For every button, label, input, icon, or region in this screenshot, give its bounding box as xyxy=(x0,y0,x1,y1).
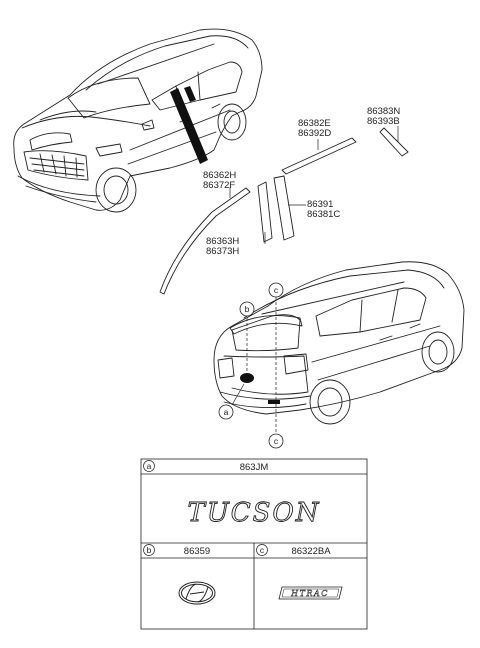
label-86381C: 86381C xyxy=(307,209,340,220)
svg-text:b: b xyxy=(147,545,152,555)
htrac-badge: HTRAC xyxy=(278,586,343,600)
label-86392D: 86392D xyxy=(298,128,331,139)
table-part-863JM: 863JM xyxy=(240,462,269,473)
label-86382E: 86382E xyxy=(298,118,331,129)
svg-text:a: a xyxy=(224,407,229,417)
label-86363H: 86363H xyxy=(206,236,239,247)
strip-86362H xyxy=(159,187,251,295)
callout-lines xyxy=(231,297,277,434)
label-86391: 86391 xyxy=(307,199,333,210)
svg-text:c: c xyxy=(274,436,279,446)
table-row-b-header: b 86359 xyxy=(143,544,210,557)
rear-car-illustration xyxy=(213,261,465,425)
label-86362H: 86362H xyxy=(203,170,236,181)
svg-text:HTRAC: HTRAC xyxy=(290,589,329,598)
strip-86363H xyxy=(257,181,273,243)
strip-86382E xyxy=(281,137,357,175)
callout-c-top: c xyxy=(268,282,284,298)
callout-a: a xyxy=(218,404,234,420)
callout-c-bottom: c xyxy=(268,433,284,449)
table-part-86359: 86359 xyxy=(184,546,210,557)
table-row-c-header: c 86322BA xyxy=(256,544,331,557)
label-86393B: 86393B xyxy=(367,116,400,127)
table-part-86322BA: 86322BA xyxy=(291,546,331,557)
parts-table xyxy=(140,458,368,630)
pillar-strip-highlight-2 xyxy=(184,86,196,102)
hyundai-logo-icon xyxy=(178,581,216,605)
strip-86391 xyxy=(273,175,295,241)
svg-text:b: b xyxy=(245,304,250,314)
strip-86383N xyxy=(379,127,409,157)
moulding-parts xyxy=(159,127,409,295)
svg-text:c: c xyxy=(260,545,265,555)
front-car-illustration xyxy=(13,28,263,213)
label-86372F: 86372F xyxy=(203,180,235,191)
svg-text:c: c xyxy=(274,285,279,295)
rear-logo-marker xyxy=(240,373,254,383)
svg-text:a: a xyxy=(147,461,152,471)
pillar-strip-highlight xyxy=(170,88,208,164)
leader-lines xyxy=(229,126,399,244)
table-row-a-header: a 863JM xyxy=(143,460,269,473)
label-86373H: 86373H xyxy=(206,246,239,257)
label-86383N: 86383N xyxy=(367,106,400,117)
rear-badge-marker xyxy=(268,400,280,404)
callout-b: b xyxy=(239,301,255,317)
tucson-emblem: TUCSON xyxy=(187,498,320,528)
